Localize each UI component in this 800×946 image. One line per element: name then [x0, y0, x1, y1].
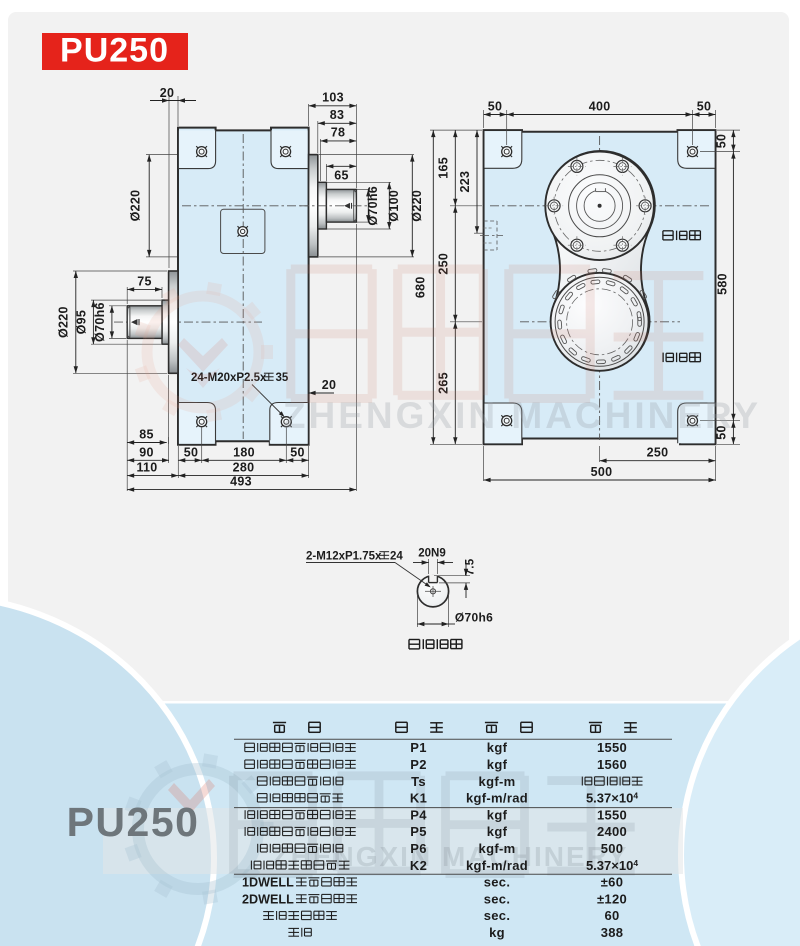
- svg-text:400: 400: [589, 100, 611, 114]
- svg-text:1560: 1560: [597, 757, 627, 772]
- svg-text:110: 110: [136, 461, 157, 475]
- svg-text:kgf: kgf: [487, 807, 508, 822]
- svg-text:sec.: sec.: [484, 908, 511, 923]
- svg-text:P4: P4: [410, 807, 427, 822]
- svg-text:165: 165: [437, 157, 451, 179]
- svg-text:24: 24: [390, 551, 403, 563]
- svg-text:280: 280: [233, 461, 255, 475]
- svg-text:85: 85: [139, 428, 154, 442]
- svg-text:388: 388: [601, 925, 624, 940]
- svg-text:180: 180: [233, 445, 255, 459]
- svg-text:Ø100: Ø100: [387, 190, 401, 222]
- svg-text:20: 20: [322, 378, 337, 392]
- svg-text:PU250: PU250: [67, 799, 200, 845]
- svg-text:P1: P1: [410, 740, 427, 755]
- svg-text:2DWELL: 2DWELL: [242, 892, 294, 906]
- svg-text:493: 493: [230, 475, 252, 489]
- svg-text:PU250: PU250: [60, 32, 169, 70]
- svg-text:Ø220: Ø220: [57, 306, 71, 338]
- svg-text:Ø70h6: Ø70h6: [455, 611, 493, 625]
- svg-text:250: 250: [437, 253, 451, 275]
- svg-text:2-M12xP1.75x: 2-M12xP1.75x: [306, 551, 382, 563]
- svg-text:kgf: kgf: [487, 757, 508, 772]
- svg-text:50: 50: [715, 134, 729, 149]
- svg-text:20N9: 20N9: [418, 548, 446, 560]
- svg-text:Ø220: Ø220: [129, 190, 143, 222]
- svg-text:Ø220: Ø220: [410, 190, 424, 222]
- svg-text:kg: kg: [489, 925, 505, 940]
- svg-text:90: 90: [139, 445, 154, 459]
- svg-text:2400: 2400: [597, 824, 627, 839]
- svg-text:78: 78: [331, 126, 346, 140]
- svg-text:50: 50: [290, 445, 305, 459]
- svg-text:5.37×104: 5.37×104: [586, 858, 638, 873]
- svg-text:Ø70h6: Ø70h6: [93, 302, 107, 342]
- svg-text:500: 500: [591, 465, 613, 479]
- svg-text:5.37×104: 5.37×104: [586, 791, 638, 806]
- svg-text:Ts: Ts: [411, 774, 426, 789]
- svg-text:500: 500: [601, 841, 624, 856]
- svg-text:kgf: kgf: [487, 824, 508, 839]
- svg-text:50: 50: [488, 100, 503, 114]
- svg-text:K1: K1: [410, 791, 427, 806]
- svg-text:20: 20: [160, 86, 175, 100]
- svg-text:24-M20xP2.5x: 24-M20xP2.5x: [191, 372, 267, 384]
- svg-text:50: 50: [697, 100, 712, 114]
- svg-text:1550: 1550: [597, 807, 627, 822]
- svg-text:K2: K2: [410, 858, 427, 873]
- svg-text:1550: 1550: [597, 740, 627, 755]
- svg-text:1DWELL: 1DWELL: [242, 876, 294, 890]
- svg-text:kgf: kgf: [487, 740, 508, 755]
- svg-text:580: 580: [716, 273, 730, 295]
- svg-text:kgf-m: kgf-m: [479, 774, 516, 789]
- svg-text:kgf-m: kgf-m: [479, 841, 516, 856]
- svg-text:Ø95: Ø95: [75, 310, 89, 335]
- svg-text:P2: P2: [410, 757, 427, 772]
- svg-text:65: 65: [334, 169, 349, 183]
- svg-text:kgf-m/rad: kgf-m/rad: [466, 791, 528, 806]
- svg-text:P5: P5: [410, 824, 427, 839]
- svg-text:250: 250: [647, 445, 669, 459]
- svg-text:sec.: sec.: [484, 891, 511, 906]
- svg-text:265: 265: [437, 372, 451, 394]
- svg-text:ZHENGXIN MACHINERY: ZHENGXIN MACHINERY: [272, 841, 629, 872]
- svg-text:223: 223: [458, 171, 472, 193]
- svg-text:50: 50: [715, 425, 729, 440]
- svg-text:680: 680: [414, 276, 428, 298]
- svg-text:sec.: sec.: [484, 875, 511, 890]
- svg-text:P6: P6: [410, 841, 427, 856]
- svg-text:103: 103: [322, 91, 344, 105]
- svg-text:7.5: 7.5: [465, 558, 477, 575]
- svg-text:60: 60: [604, 908, 619, 923]
- svg-text:75: 75: [137, 274, 152, 288]
- svg-text:kgf-m/rad: kgf-m/rad: [466, 858, 528, 873]
- svg-text:ZHENGXIN MACHINERY: ZHENGXIN MACHINERY: [283, 395, 761, 436]
- svg-text:83: 83: [330, 108, 345, 122]
- svg-text:35: 35: [276, 372, 289, 384]
- svg-text:Ø70h6: Ø70h6: [366, 186, 380, 226]
- svg-text:±120: ±120: [597, 891, 627, 906]
- svg-text:50: 50: [184, 445, 199, 459]
- svg-text:±60: ±60: [601, 875, 624, 890]
